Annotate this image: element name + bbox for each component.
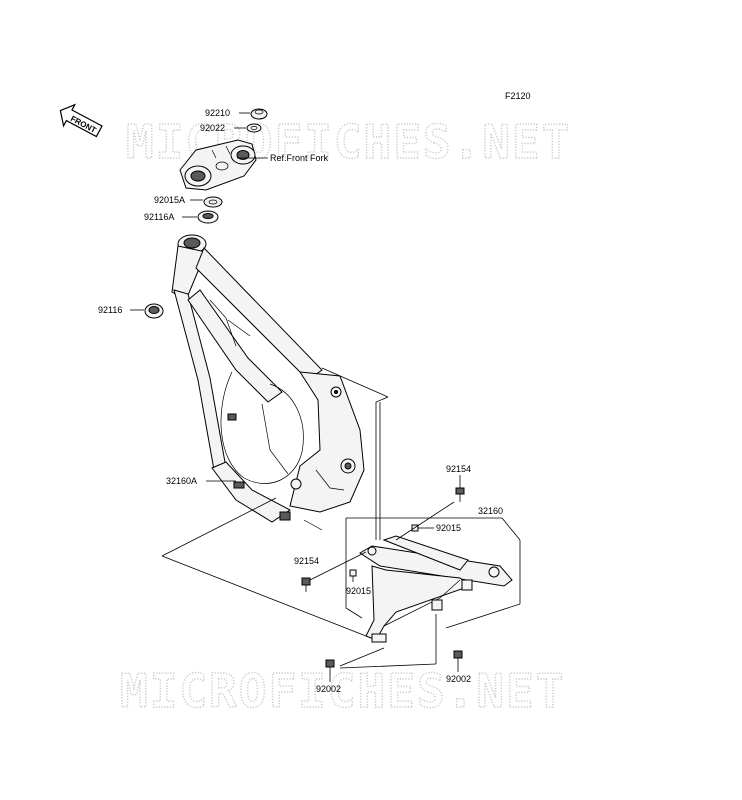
label-92015a: 92015A [154, 195, 185, 205]
seal-92116a [197, 210, 219, 224]
label-92154-top: 92154 [446, 464, 471, 474]
label-92154-left: 92154 [294, 556, 319, 566]
stem-nut-92210 [250, 108, 268, 120]
upper-triple-clamp [179, 139, 257, 191]
label-92022: 92022 [200, 123, 225, 133]
watermark-bottom: MICROFICHES.NET [120, 664, 565, 718]
label-92015-right: 92015 [436, 523, 461, 533]
label-92015-left: 92015 [346, 586, 371, 596]
label-32160a: 32160A [166, 476, 197, 486]
leader-lines [130, 112, 521, 682]
seal-92116 [144, 303, 164, 319]
diagram-code: F2120 [505, 91, 531, 101]
front-arrow-icon: FRONT [59, 103, 103, 138]
washer-92022 [246, 123, 262, 133]
label-92002-right: 92002 [446, 674, 471, 684]
label-92002-left: 92002 [316, 684, 341, 694]
collar-92015-left [349, 569, 357, 577]
bearing-92015a [203, 196, 223, 208]
bolt-92002-right [453, 650, 463, 664]
label-92116: 92116 [98, 305, 122, 315]
label-92210: 92210 [205, 108, 230, 118]
bolt-92002-left [325, 659, 335, 673]
label-32160: 32160 [478, 506, 503, 516]
label-92116a: 92116A [144, 212, 174, 222]
label-ref-front-fork: Ref.Front Fork [270, 153, 329, 163]
sub-frame-32160 [359, 535, 513, 643]
bolt-92154-left [301, 577, 311, 592]
main-frame-32160a [171, 234, 365, 531]
bolt-92154-top [455, 487, 465, 502]
